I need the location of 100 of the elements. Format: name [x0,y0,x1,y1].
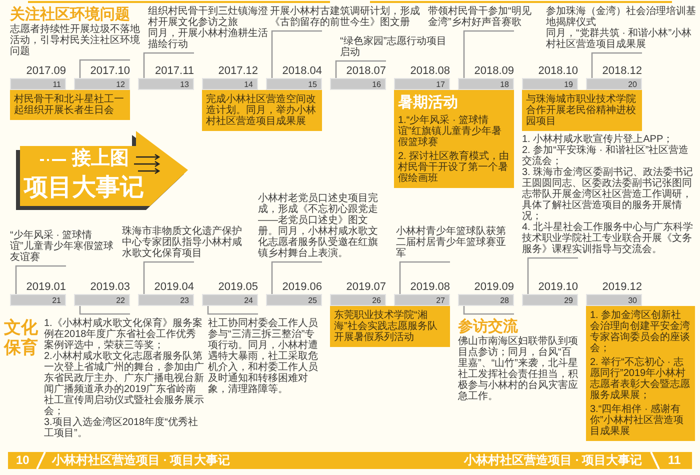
card-text: 与珠海城市职业技术学院合作开展老民俗精神进校园项目 [526,94,637,127]
timeline-bar [330,294,386,306]
highlight-card [586,306,695,441]
card-text: 2. 举行“不忘初心 · 志愿同行”2019年小林村志愿者表彰大会暨志愿服务成果展； [590,357,691,401]
annotation-text: 3. 珠海市金湾区委副书记、政法委书记王圆圆同志、区委政法委副书记张图同志带队开展金湾区社区营造工作调研，具体了解社区营造项目的服务开展情况； [522,167,694,222]
annotation-text: 珠海市非物质文化遗产保护中心专家团队指导小林村咸水歌文化保育项目 [122,226,250,262]
date-label: 2019.01 [25,281,66,293]
timeline-bar [394,294,450,306]
date-label: 2018.10 [537,65,578,77]
date-label: 2017.11 [154,65,194,77]
annotation-text: 3.项目入选金湾区2018年度“优秀社工项目”。 [44,417,199,439]
section-heading: 文化保育 [4,318,39,359]
date-label: 2017.10 [89,65,130,77]
date-label: 2017.09 [25,65,66,77]
card-heading: 暑期活动 [398,94,459,112]
bar-number: 29 [564,296,573,304]
bar-number: 27 [436,296,445,304]
date-label: 2018.04 [281,65,322,77]
timeline-bar [330,78,386,90]
timeline-bar [458,294,514,306]
banner-title: 项目大事记 [24,174,144,202]
date-label: 2019.08 [409,281,450,293]
bar-number: 22 [116,296,125,304]
bar-number: 14 [244,80,253,88]
date-label: 2019.07 [345,281,386,293]
annotation-text: 组织村民骨干到三灶镇海澄村开展文化参访之旅 [148,6,269,28]
bar-number: 15 [308,80,317,88]
timeline-bar [586,78,642,90]
leader-line [591,52,642,78]
annotation-text: 参加珠海（金湾）社会治理培训基地揭牌仪式 [546,6,696,28]
annotation-text: 开展小林村古建筑调研计划，形成《古韵留存的前世今生》图文册 [270,6,424,31]
leader-line [15,265,66,294]
timeline-bar [266,78,322,90]
timeline-bar [138,78,194,90]
annotation-text: 小林村老党员口述史项目完成，形成《不忘初心跟党走——老党员口述史》图文册。同月，小林村咸水歌文化志愿者服务队受邀在红旗镇乡村舞台上表演。 [258,193,386,262]
bar-number: 28 [500,296,509,304]
highlight-card [394,90,514,188]
bar-number: 23 [180,296,189,304]
date-label: 2017.12 [217,65,258,77]
leader-line [79,59,130,78]
bar-number: 25 [308,296,317,304]
leader-line [79,306,130,315]
timeline-bar [522,78,578,90]
date-label: 2019.05 [217,281,258,293]
timeline-bar [74,294,130,306]
bar-number: 12 [116,80,125,88]
leader-line [143,261,194,294]
date-label: 2018.07 [345,65,386,77]
timeline-bar [394,78,450,90]
page-number: 10 [16,453,30,468]
annotation-text: 同月，开展小林村渔耕生活描绘行动 [148,28,269,50]
annotation-text: 4. 北斗星社会工作服务中心与广东科学技术职业学院社工专业联合开展《文务服务》课程实训指导与交流会。 [522,222,694,255]
annotation-text: 社工协同村委会工作人员参与“三清三拆三整治”专项行动。同月，小林村遭遇特大暴雨，社工采取危机介入，和村委工作人员及时通知和转移困难对象，清理路障等。 [208,314,324,395]
card-text: 1. 参加金湾区创新社会治理向创建平安金湾专家咨询委员会的座谈会； [590,310,691,354]
date-label: 2018.12 [601,65,642,77]
bar-number: 19 [564,80,573,88]
section-heading: 参访交流 [458,318,519,336]
annotation-text: 佛山市南海区妇联带队到项目点参访；同月，台风“百里嘉”、“山竹”来袭，北斗星社工发挥社会责任担当，积极参与小林村的台风灾害应急工作。 [458,336,579,402]
card-text: 完成小林社区营造空间改造计划。同月，举办小林村社区营造项目成果展 [206,94,317,127]
annotation-text: 1. 小林村咸水歌宣传片登上APP； [522,134,674,145]
timeline-bar [458,78,514,90]
date-label: 2019.04 [153,281,194,293]
timeline-bar [74,78,130,90]
annotation-text: 带领村民骨干参加“明见金湾”乡村好声音赛歌 [428,6,540,31]
bar-number: 18 [500,80,509,88]
timeline-bar [522,294,578,306]
section-heading: 关注社区环境问题 [10,6,131,24]
bar-number: 16 [372,80,381,88]
leader-line [207,306,258,315]
annotation-text: 志愿者持续性开展垃圾不落地活动，引导村民关注社区环境问题 [10,24,141,57]
page-number: 11 [668,453,681,468]
annotation-text: 同月，“党群共筑 · 和谐小林”小林村社区营造项目成果展 [546,28,693,50]
date-label: 2018.08 [409,65,450,77]
annotation-text: 1.《小林村咸水歌文化保育》服务案例在2018年度广东省社会工作优秀案例评选中，荣获三等奖； [44,318,204,351]
bar-number: 24 [244,296,253,304]
leader-line [271,261,322,294]
bar-number: 13 [180,80,189,88]
card-text: 东莞职业技术学院“湘海”社会实践志愿服务队开展暑假系列活动 [334,310,438,343]
leader-line [271,30,322,78]
leader-line [463,306,514,315]
highlight-card [10,90,130,120]
timeline-bar [266,294,322,306]
leader-line [399,261,450,294]
timeline-bar [10,294,66,306]
card-text: 村民骨干和北斗星社工一起组织开展长者生日会 [14,94,125,116]
footer-title: 小林村社区营造项目 · 项目大事记 [52,453,230,468]
date-label: 2019.03 [89,281,130,293]
timeline-bar [202,78,258,90]
timeline-bar [202,294,258,306]
annotation-text: “少年风采 · 篮球情谊”儿童青少年寒假篮球友谊赛 [10,230,114,266]
bar-number: 26 [372,296,381,304]
timeline-bar [138,294,194,306]
leader-line [335,60,386,78]
leader-line [463,30,514,78]
date-label: 2019.10 [537,281,578,293]
leader-line [143,52,194,78]
bar-number: 20 [628,80,637,88]
bar-number: 21 [52,296,61,304]
bar-number: 11 [52,80,61,88]
bar-number: 17 [436,80,445,88]
